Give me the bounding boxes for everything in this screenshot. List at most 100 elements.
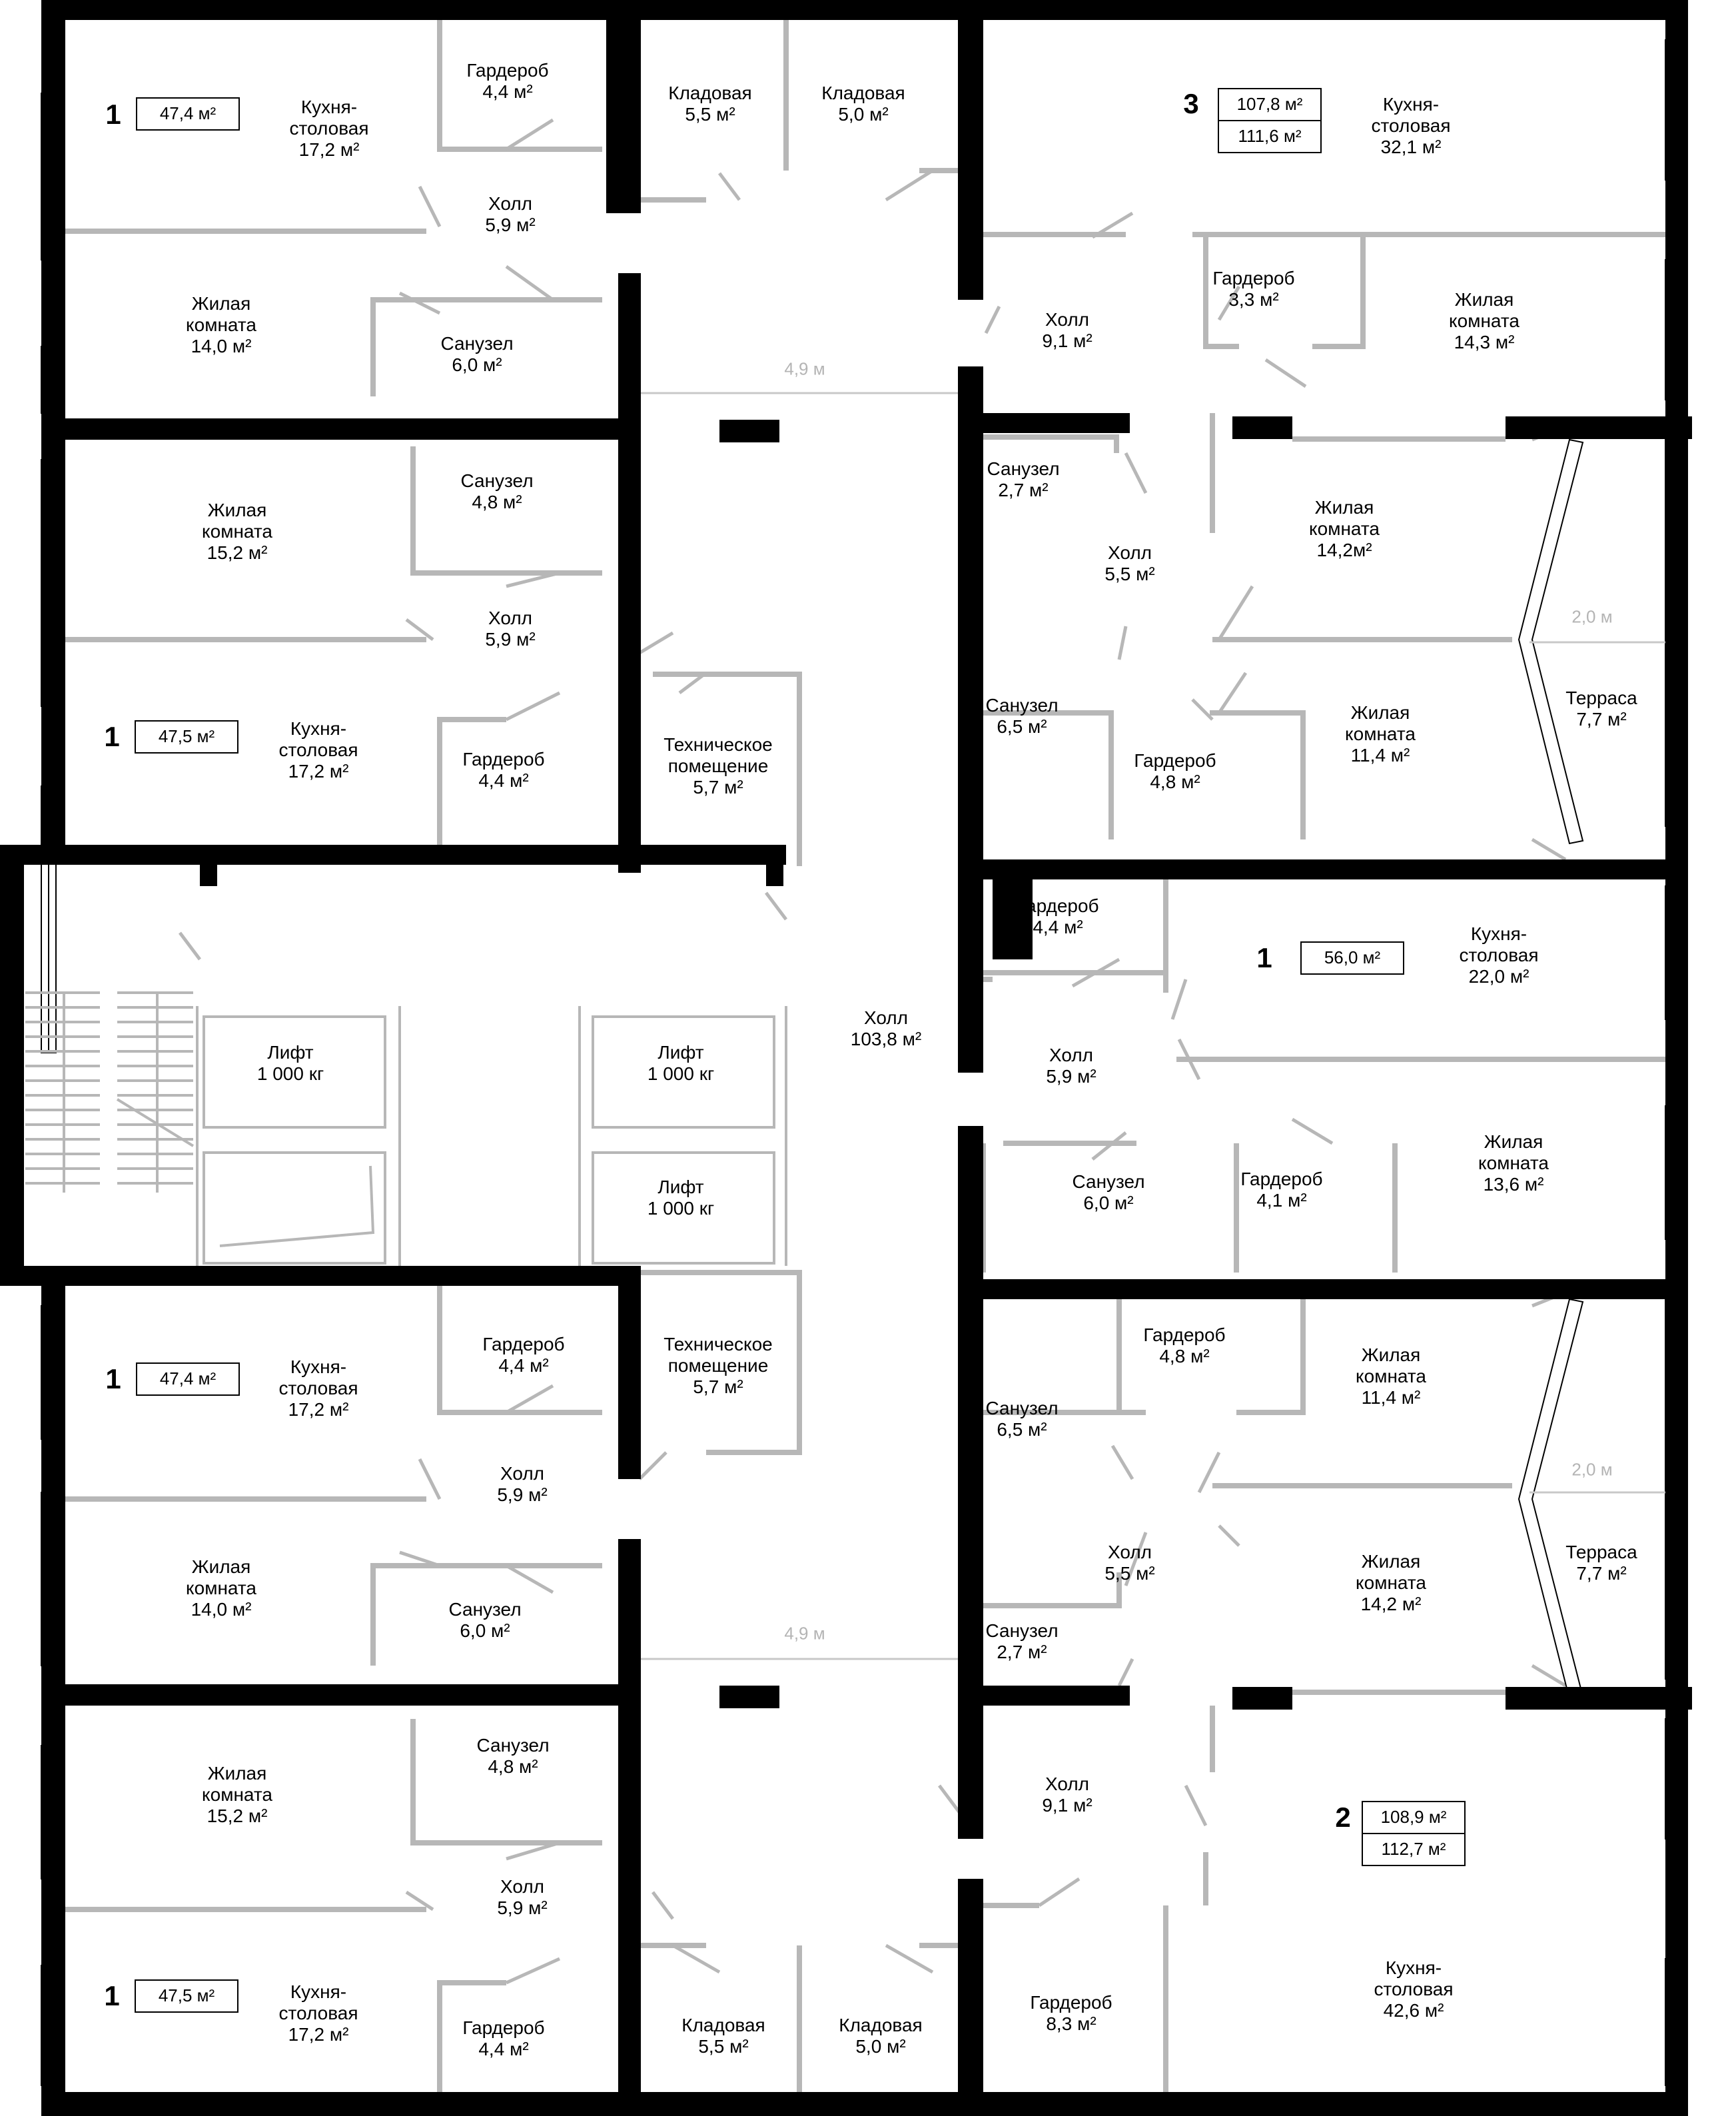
partition	[640, 1270, 802, 1455]
partition	[410, 446, 602, 576]
door-leaf	[506, 571, 560, 588]
door-leaf	[1217, 672, 1248, 714]
unit-area-box: 47,4 м²	[136, 1362, 240, 1396]
door-leaf	[506, 1841, 560, 1861]
elevator-shaft	[592, 1151, 775, 1265]
door-leaf	[505, 1384, 554, 1414]
unit-area-box: 47,4 м²	[136, 97, 240, 131]
partition	[370, 1563, 602, 1666]
partition	[1312, 235, 1366, 349]
door-leaf	[1091, 1131, 1127, 1161]
elevator-shaft	[203, 1151, 386, 1265]
partition	[437, 1980, 506, 2092]
terrace-glazing	[1518, 1298, 1584, 1700]
door-leaf	[1264, 358, 1307, 388]
door-leaf	[1184, 1784, 1208, 1827]
wall	[958, 859, 983, 1073]
wall	[1232, 1687, 1292, 1710]
door-leaf	[1218, 1524, 1240, 1547]
stair-landing	[116, 1098, 195, 1147]
partition	[437, 20, 602, 152]
wall	[606, 0, 641, 213]
door-leaf	[1177, 1038, 1201, 1081]
wall	[41, 0, 1688, 20]
wall	[200, 859, 217, 886]
wall	[958, 1126, 983, 1299]
wall	[993, 879, 1033, 959]
unit-rooms-count: 1	[105, 99, 121, 130]
partition	[410, 1719, 602, 1846]
partition	[983, 1572, 1122, 1608]
wall	[958, 366, 983, 859]
partition	[983, 710, 1114, 839]
door-leaf	[885, 169, 934, 202]
door-leaf	[1291, 1117, 1334, 1145]
wall	[1506, 416, 1692, 439]
door-leaf	[1124, 452, 1148, 494]
wall	[958, 859, 1688, 879]
wall	[41, 418, 641, 440]
door-leaf	[638, 631, 674, 655]
unit-area-box: 47,5 м²	[135, 720, 238, 754]
door-leaf	[405, 1890, 434, 1911]
door-leaf	[398, 291, 441, 315]
door-leaf	[678, 672, 707, 694]
door-leaf	[938, 1784, 961, 1814]
door-leaf	[1124, 1532, 1148, 1586]
partition	[1236, 1299, 1306, 1415]
door-leaf	[1217, 285, 1241, 321]
unit-rooms-count: 1	[104, 1980, 120, 2011]
wall	[719, 420, 779, 442]
unit-rooms-count: 3	[1183, 88, 1199, 119]
door-leaf	[638, 1451, 667, 1480]
door-leaf	[505, 1957, 561, 1985]
door-leaf	[1091, 211, 1134, 239]
partition	[370, 297, 602, 396]
unit-rooms-count: 1	[105, 1363, 121, 1394]
dimension-label: 2,0 м	[1569, 606, 1615, 628]
wall	[618, 273, 641, 873]
door-leaf	[399, 1550, 440, 1568]
dimension-label: 4,9 м	[781, 1623, 828, 1644]
door-leaf	[651, 1891, 674, 1920]
door-leaf	[671, 1943, 721, 1974]
door-leaf	[885, 1943, 934, 1974]
door-leaf	[405, 618, 434, 641]
door-leaf	[1217, 585, 1254, 641]
door-leaf	[718, 172, 741, 201]
wall	[0, 845, 24, 1283]
